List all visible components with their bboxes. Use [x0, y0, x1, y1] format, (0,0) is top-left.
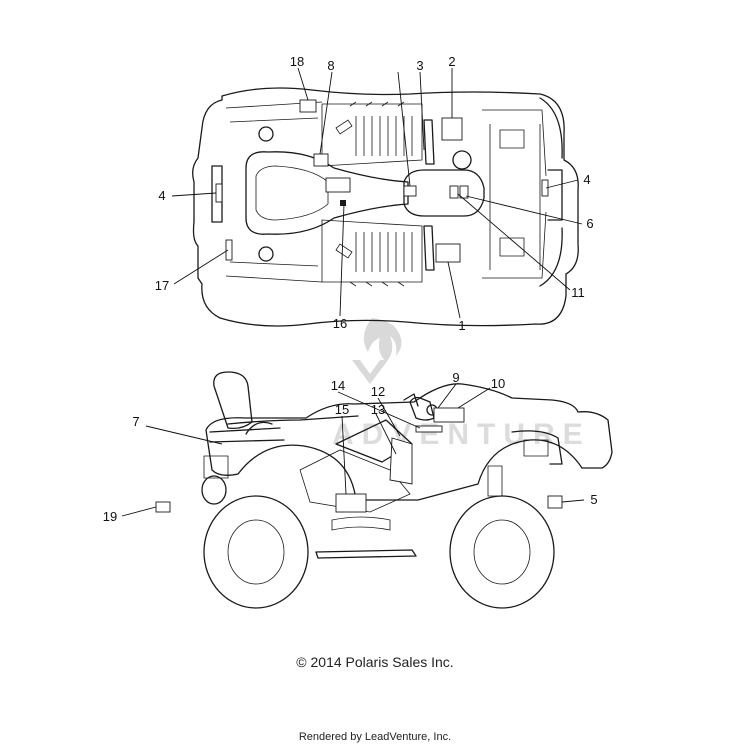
leader-lines [121, 67, 585, 517]
decal-3 [403, 185, 417, 197]
top-rear-left-hub-icon [258, 246, 274, 262]
decal-4-front [541, 179, 549, 197]
decal-14 [415, 425, 443, 433]
atv-side-view [155, 371, 613, 609]
callout-4-left: 4 [158, 188, 165, 203]
callout-12: 12 [371, 384, 385, 399]
callout-17: 17 [155, 278, 169, 293]
top-front-right-arch [539, 97, 563, 159]
decal-1 [435, 243, 461, 263]
decal-15 [335, 493, 367, 513]
callout-10: 10 [491, 376, 505, 391]
top-body-outline [192, 87, 579, 327]
callout-15: 15 [335, 402, 349, 417]
top-tank [403, 169, 485, 217]
callout-8: 8 [327, 58, 334, 73]
callout-3: 3 [416, 58, 423, 73]
decal-17 [225, 239, 233, 261]
side-engine [299, 449, 411, 513]
top-front-bumper [547, 169, 563, 221]
side-grab-bar [245, 421, 273, 435]
watermark: ADVENTURE [332, 318, 591, 451]
decal-8 [313, 153, 329, 167]
callout-1: 1 [458, 318, 465, 333]
watermark-flame-icon [363, 318, 402, 362]
watermark-text: ADVENTURE [332, 418, 591, 451]
callout-14: 14 [331, 378, 345, 393]
top-left-footwell [321, 219, 423, 283]
callout-11: 11 [571, 285, 585, 300]
side-rear-box [203, 455, 229, 479]
side-handlebar [403, 393, 419, 407]
side-front-fender [511, 430, 563, 465]
top-front-left-arch [539, 227, 563, 287]
side-seat-line [227, 415, 359, 425]
decal-19 [155, 501, 171, 513]
callout-2: 2 [448, 54, 455, 69]
top-footrest-treads [349, 101, 413, 287]
side-front-tire [449, 495, 555, 609]
callout-18: 18 [290, 54, 304, 69]
callout-5: 5 [590, 492, 597, 507]
top-rear-rack-lines [225, 101, 323, 283]
decal-16-seat [325, 177, 351, 193]
side-tail-lamp [201, 475, 227, 505]
side-rear-tire [203, 495, 309, 609]
rendered-by-credit: Rendered by LeadVenture, Inc. [298, 731, 452, 743]
decal-6b [459, 185, 469, 199]
top-seat [245, 151, 409, 235]
callout-16: 16 [333, 316, 347, 331]
decal-4-rear [215, 183, 223, 203]
side-rear-rack [209, 427, 285, 443]
side-front-rim [473, 519, 531, 585]
callout-6: 6 [586, 216, 593, 231]
side-front-shock [487, 465, 503, 497]
top-seat-inner [255, 165, 329, 221]
decal-18 [299, 99, 317, 113]
top-front-rack [482, 109, 547, 279]
decal-12-13 [389, 437, 413, 485]
decal-10 [433, 407, 465, 423]
callout-9: 9 [452, 370, 459, 385]
top-front-rack-plates [499, 129, 525, 257]
side-body-outline [205, 383, 613, 501]
top-handlebars [423, 119, 435, 271]
watermark-chevron-icon [352, 360, 388, 384]
callout-7: 7 [132, 414, 139, 429]
top-right-footwell [321, 103, 423, 167]
decal-2 [441, 117, 463, 141]
top-fuel-cap-icon [452, 150, 472, 170]
top-rear-bumper [211, 165, 223, 223]
copyright-notice: © 2014 Polaris Sales Inc. [296, 654, 454, 670]
callout-4-right: 4 [583, 172, 590, 187]
atv-top-view [192, 87, 579, 327]
decal-6a [449, 185, 459, 199]
decal-5 [547, 495, 563, 509]
side-rear-rim [227, 519, 285, 585]
callout-19: 19 [103, 509, 117, 524]
top-rear-right-hub-icon [258, 126, 274, 142]
side-footboard [315, 549, 417, 559]
side-backrest [213, 371, 253, 430]
callout-13: 13 [371, 402, 385, 417]
decal-16-marker [340, 200, 346, 206]
callout-numbers: 18 8 3 2 4 4 6 11 1 16 17 9 10 14 12 13 … [103, 54, 598, 524]
side-headlamp [523, 439, 549, 457]
top-shocks [335, 119, 353, 259]
side-footrest [331, 516, 391, 531]
side-handlebar-grip [409, 396, 435, 421]
